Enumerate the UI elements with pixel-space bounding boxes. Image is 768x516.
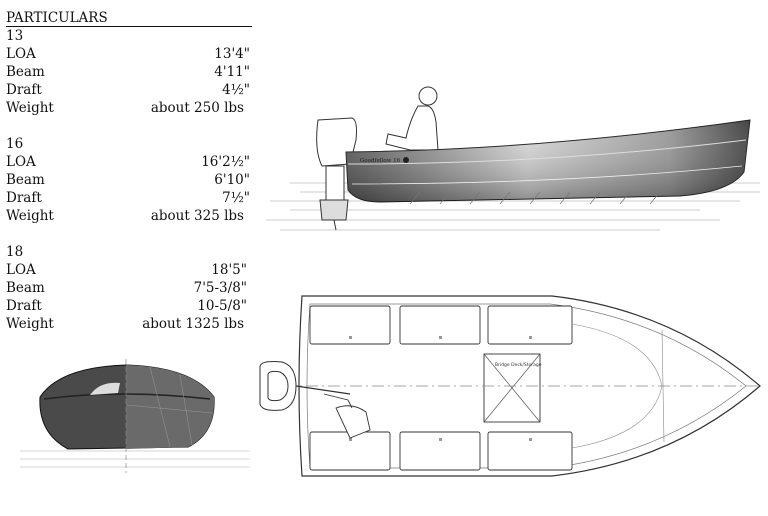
spec-value: 7½": [222, 190, 250, 206]
spec-row: Weight about 1325 lbs: [6, 315, 252, 333]
spec-row: LOA 16'2½": [6, 153, 252, 171]
seat-boxes: [309, 305, 573, 471]
person-plan: [323, 393, 371, 439]
spec-row: Weight about 250 lbs: [6, 99, 252, 117]
spec-label: Weight: [6, 100, 54, 116]
spec-value: 4'11": [214, 64, 250, 80]
particulars-title: PARTICULARS: [6, 10, 252, 27]
plan-view-drawing: Bridge Deck/Storage: [259, 295, 761, 477]
spec-label: LOA: [6, 46, 36, 62]
outboard-motor: [316, 117, 357, 231]
spec-row: LOA 13'4": [6, 45, 252, 63]
spec-label: Draft: [6, 298, 42, 314]
spec-row: LOA 18'5": [6, 261, 252, 279]
spec-value: 7'5-3/8": [193, 280, 247, 296]
spec-value: about 250 lbs: [150, 100, 244, 116]
spec-value: 13'4": [214, 46, 250, 62]
spec-label: Draft: [6, 190, 42, 206]
spec-value: about 325 lbs: [150, 208, 244, 224]
side-profile-drawing: Goodfellow 16: [266, 86, 760, 231]
spec-group-name: 13: [6, 28, 24, 44]
outboard-motor-plan: [259, 361, 297, 411]
spec-label: LOA: [6, 154, 36, 170]
particulars-table: PARTICULARS 13 LOA 13'4" Beam 4'11" Draft 4…: [6, 9, 252, 351]
spec-group-13: 13 LOA 13'4" Beam 4'11" Draft 4½" Weight abo…: [6, 27, 252, 117]
spec-group-name: 18: [6, 244, 24, 260]
hull-name-text: Goodfellow 16: [360, 158, 401, 164]
spec-group-name: 16: [6, 136, 24, 152]
spec-row: Weight about 325 lbs: [6, 207, 252, 225]
spec-row: Beam 4'11": [6, 63, 252, 81]
spec-value: 18'5": [211, 262, 247, 278]
spec-row: Beam 7'5-3/8": [6, 279, 252, 297]
spec-value: 16'2½": [201, 154, 250, 170]
spec-label: Beam: [6, 64, 45, 80]
spec-label: LOA: [6, 262, 36, 278]
spec-row: Draft 10-5/8": [6, 297, 252, 315]
spec-group-18: 18 LOA 18'5" Beam 7'5-3/8" Draft 10-5/8" We…: [6, 243, 252, 333]
spec-value: 4½": [222, 82, 250, 98]
spec-row: Draft 4½": [6, 81, 252, 99]
hull-logo-icon: [403, 157, 409, 163]
spec-label: Beam: [6, 172, 45, 188]
spec-value: 6'10": [214, 172, 250, 188]
spec-label: Weight: [6, 316, 54, 332]
spec-label: Weight: [6, 208, 54, 224]
spec-row: Draft 7½": [6, 189, 252, 207]
spec-group-16: 16 LOA 16'2½" Beam 6'10" Draft 7½" Weight ab…: [6, 135, 252, 225]
spec-value: about 1325 lbs: [142, 316, 244, 332]
spec-label: Draft: [6, 82, 42, 98]
spec-label: Beam: [6, 280, 45, 296]
front-view-drawing: [20, 359, 250, 473]
spec-value: 10-5/8": [197, 298, 247, 314]
hull-shadow-hatch: [409, 191, 661, 205]
spec-row: Beam 6'10": [6, 171, 252, 189]
bridge-deck-label: Bridge Deck/Storage: [495, 362, 542, 368]
person-silhouette: [385, 86, 439, 151]
